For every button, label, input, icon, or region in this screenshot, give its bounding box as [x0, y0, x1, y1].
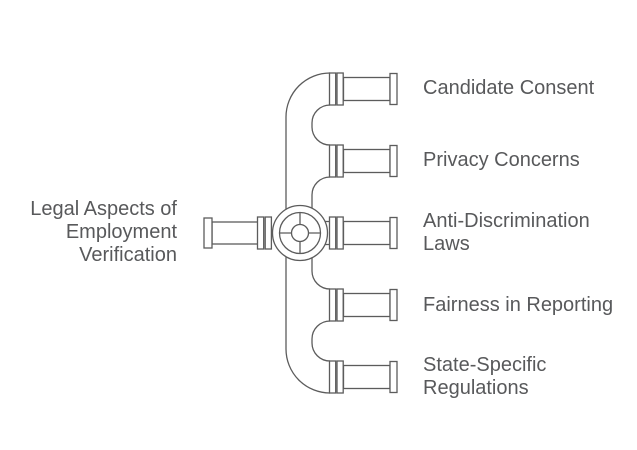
pipe-flange — [328, 216, 337, 250]
branch-label-anti-discrimination: Anti-Discrimination Laws — [423, 210, 590, 255]
pipe-curve-inner-bottom-1 — [311, 320, 331, 362]
branch-pipe-candidate-consent — [328, 72, 398, 106]
branch-pipe-privacy-concerns — [328, 144, 398, 178]
pipe-body — [342, 76, 391, 102]
branch-pipe-anti-discrimination — [328, 216, 398, 250]
pipe-end-flange — [389, 216, 398, 250]
pipe-end-flange — [389, 72, 398, 106]
pipe-flange — [328, 144, 337, 178]
pipe-flange — [264, 216, 273, 250]
pipe-flange — [336, 72, 344, 106]
pipe-curve-outer-bottom — [285, 257, 331, 394]
branch-label-fairness: Fairness in Reporting — [423, 294, 614, 316]
valve-icon — [271, 204, 329, 262]
pipe-body — [342, 148, 391, 174]
valve-hub — [290, 223, 310, 243]
pipe-end-flange — [389, 288, 398, 322]
branch-label-candidate-consent: Candidate Consent — [423, 77, 595, 99]
pipe-flange — [328, 72, 337, 106]
diagram-title: Legal Aspects of Employment Verification — [30, 198, 177, 266]
pipe-flange — [336, 360, 344, 394]
pipe-end-flange — [389, 144, 398, 178]
valve-spokes — [279, 212, 321, 254]
pipe-body — [211, 221, 259, 245]
pipe-flange — [336, 144, 344, 178]
pipe-flange — [256, 216, 265, 250]
branch-pipe-state-specific — [328, 360, 398, 394]
pipe-curve-bottom — [285, 257, 331, 394]
pipe-end-flange — [389, 360, 398, 394]
branch-pipe-fairness — [328, 288, 398, 322]
pipe-curve-inner-top-1 — [311, 104, 331, 146]
pipe-body — [342, 292, 391, 318]
pipe-curve-top — [285, 72, 331, 209]
pipe-flange — [328, 288, 337, 322]
branch-label-state-specific: State-Specific Regulations — [423, 354, 547, 399]
pipe-flange — [336, 288, 344, 322]
pipe-curve-inner-top-2 — [311, 176, 331, 208]
pipe-end-flange — [203, 217, 213, 249]
inlet-pipe-icon — [203, 216, 273, 250]
branch-label-privacy-concerns: Privacy Concerns — [423, 149, 580, 171]
pipe-flange — [328, 360, 337, 394]
pipe-curve-outer-top — [285, 72, 331, 209]
pipe-body — [342, 220, 391, 246]
pipe-body — [342, 364, 391, 390]
pipe-curve-inner-bottom-2 — [311, 258, 331, 290]
pipe-flange — [336, 216, 344, 250]
